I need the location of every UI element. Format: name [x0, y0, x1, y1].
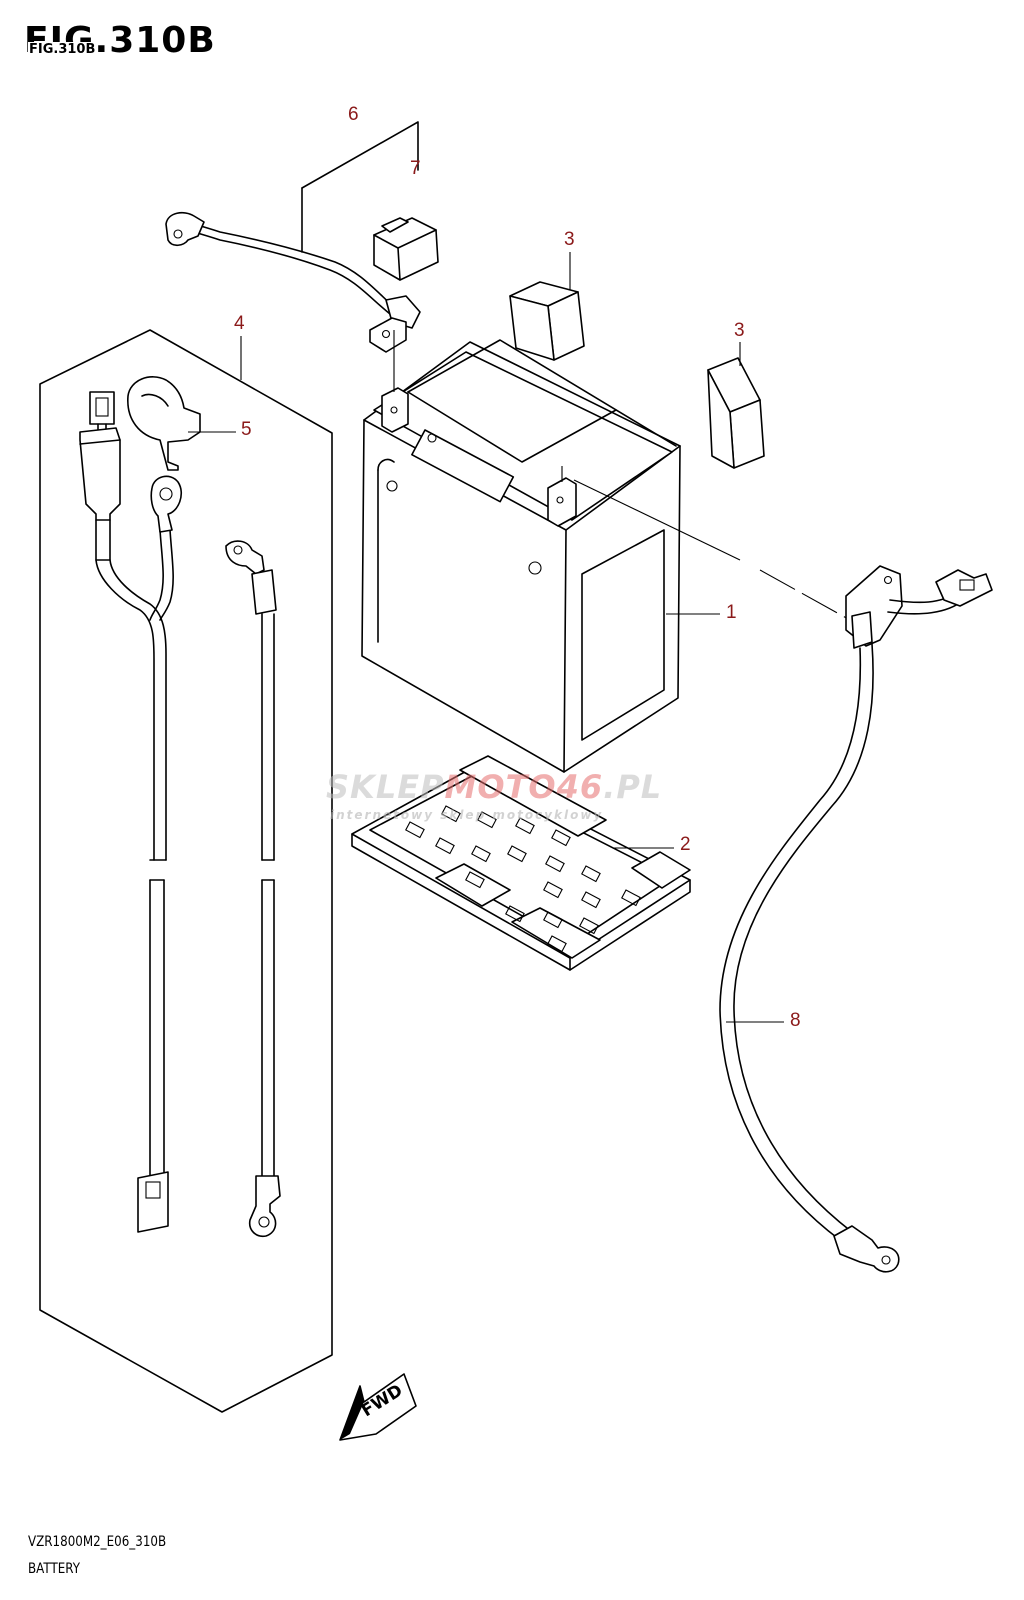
battery-pad-3-upper [509, 281, 585, 361]
fwd-arrow-icon [339, 1373, 417, 1441]
callout-3-right: 3 [734, 320, 745, 341]
model-code: VZR1800M2_E06_310B [28, 1534, 167, 1550]
battery-cable-6 [165, 211, 421, 353]
battery-1 [361, 339, 681, 773]
battery-tray-2 [351, 755, 691, 971]
callout-5: 5 [241, 419, 252, 440]
harness-4-ring-terminal [149, 475, 183, 621]
harness-4-connector [79, 391, 121, 561]
harness-4-wire-main [95, 559, 169, 1233]
callout-7: 7 [410, 158, 421, 179]
callout-8: 8 [790, 1010, 801, 1031]
callout-4: 4 [234, 313, 245, 334]
watermark-tagline: internetowy sklep motocyklowy [330, 808, 604, 822]
callout-1: 1 [726, 602, 737, 623]
callout-2: 2 [680, 834, 691, 855]
figure-title-overlay: FIG.310B [28, 42, 97, 57]
watermark-brand: SKLEPMOTO46.PL [326, 768, 663, 806]
harness-4-wire-straight [225, 540, 281, 1238]
assembly-group-box [39, 329, 333, 1413]
callout-6: 6 [348, 104, 359, 125]
terminal-cap-7 [373, 217, 439, 281]
section-name: BATTERY [28, 1561, 81, 1577]
terminal-cover-5 [127, 376, 201, 471]
ground-cable-8 [719, 565, 993, 1273]
battery-pad-3-right [707, 357, 765, 469]
callout-3-upper: 3 [564, 229, 575, 250]
